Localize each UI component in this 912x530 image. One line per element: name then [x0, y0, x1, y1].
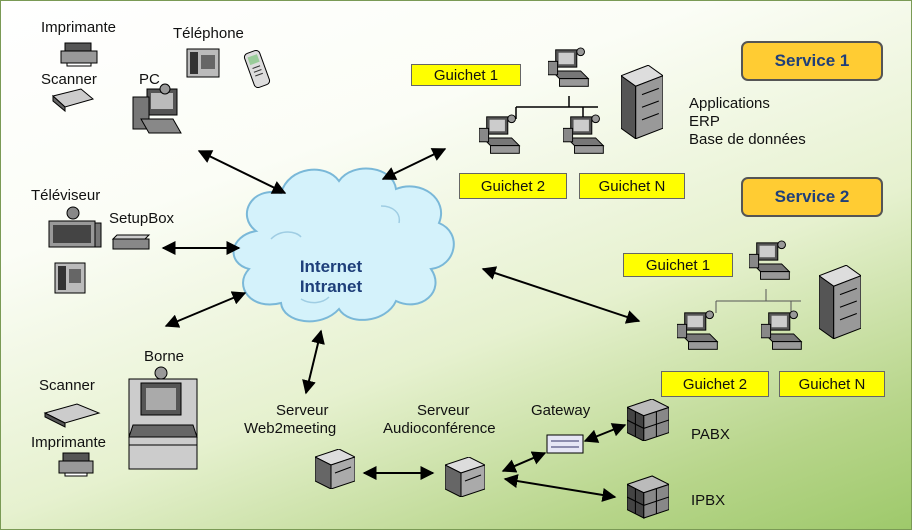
workstation-icon	[677, 310, 718, 350]
label-pc: PC	[139, 71, 160, 88]
service1-apps: Applications ERP Base de données	[689, 95, 806, 152]
service2-guichet2: Guichet 2	[661, 371, 769, 397]
label-audio-server-2: Audioconférence	[383, 420, 496, 437]
arrow-audio-ipbx	[503, 474, 617, 502]
server-tower-icon	[819, 265, 861, 339]
scanner-icon	[51, 88, 95, 113]
label-gateway: Gateway	[531, 402, 591, 419]
label-televiseur: Téléviseur	[31, 187, 101, 204]
arrow-cloud-service2	[481, 266, 641, 324]
app-base-de-donnees: Base de données	[689, 131, 806, 148]
cloud-icon	[232, 167, 455, 323]
label-imprimante-top: Imprimante	[41, 19, 117, 36]
printer-icon	[60, 42, 98, 67]
connection-arrows	[161, 148, 641, 502]
printer-icon	[58, 452, 94, 477]
arrow-cloud-service1	[381, 148, 447, 180]
label-setupbox: SetupBox	[109, 210, 175, 227]
label-audio-server-1: Serveur	[417, 402, 470, 419]
arrow-pc-cloud	[197, 150, 287, 194]
label-scanner-bottom: Scanner	[39, 377, 95, 394]
label-scanner-top: Scanner	[41, 71, 97, 88]
workstation-icon	[761, 310, 802, 350]
app-applications: Applications	[689, 95, 770, 112]
label-ipbx: IPBX	[691, 492, 726, 509]
server-box-icon	[315, 449, 355, 489]
service1-badge: Service 1	[741, 41, 883, 81]
setupbox-icon	[111, 234, 151, 250]
service2-guichet1: Guichet 1	[623, 253, 733, 277]
mobile-phone-icon	[243, 49, 271, 89]
server-tower-icon	[627, 475, 669, 519]
gateway-icon	[546, 434, 584, 454]
label-web-server-2: Web2meeting	[244, 420, 337, 437]
service1-guichet2: Guichet 2	[459, 173, 567, 199]
workstation-icon	[749, 240, 790, 280]
label-telephone: Téléphone	[173, 25, 244, 42]
arrow-audio-gateway	[501, 451, 547, 473]
service1-guichetN: Guichet N	[579, 173, 685, 199]
server-box-icon	[445, 457, 485, 497]
label-borne: Borne	[144, 348, 185, 365]
cloud-line-internet: Internet	[299, 257, 363, 276]
service2-guichetN: Guichet N	[779, 371, 885, 397]
workstation-icon	[563, 114, 604, 154]
cloud-line-intranet: Intranet	[299, 277, 363, 296]
server-tower-icon	[627, 399, 669, 441]
cloud-label: Internet Intranet	[291, 257, 371, 297]
scanner-icon	[43, 403, 101, 428]
arrow-gateway-pabx	[583, 423, 627, 443]
kiosk-icon	[128, 366, 198, 470]
label-web-server-1: Serveur	[276, 402, 329, 419]
app-erp: ERP	[689, 113, 720, 130]
workstation-icon	[548, 47, 589, 87]
service1-guichet1: Guichet 1	[411, 64, 521, 86]
label-imprimante-bottom: Imprimante	[31, 434, 107, 451]
telephone-icon	[186, 48, 220, 78]
service2-badge: Service 2	[741, 177, 883, 217]
workstation-icon	[479, 114, 520, 154]
arrow-borne-cloud	[164, 291, 247, 328]
arrow-cloud-web	[302, 329, 325, 395]
label-pabx: PABX	[691, 426, 730, 443]
phone-icon	[54, 262, 86, 294]
pc-icon	[132, 83, 182, 134]
server-tower-icon	[621, 65, 663, 139]
tv-icon	[48, 206, 102, 248]
